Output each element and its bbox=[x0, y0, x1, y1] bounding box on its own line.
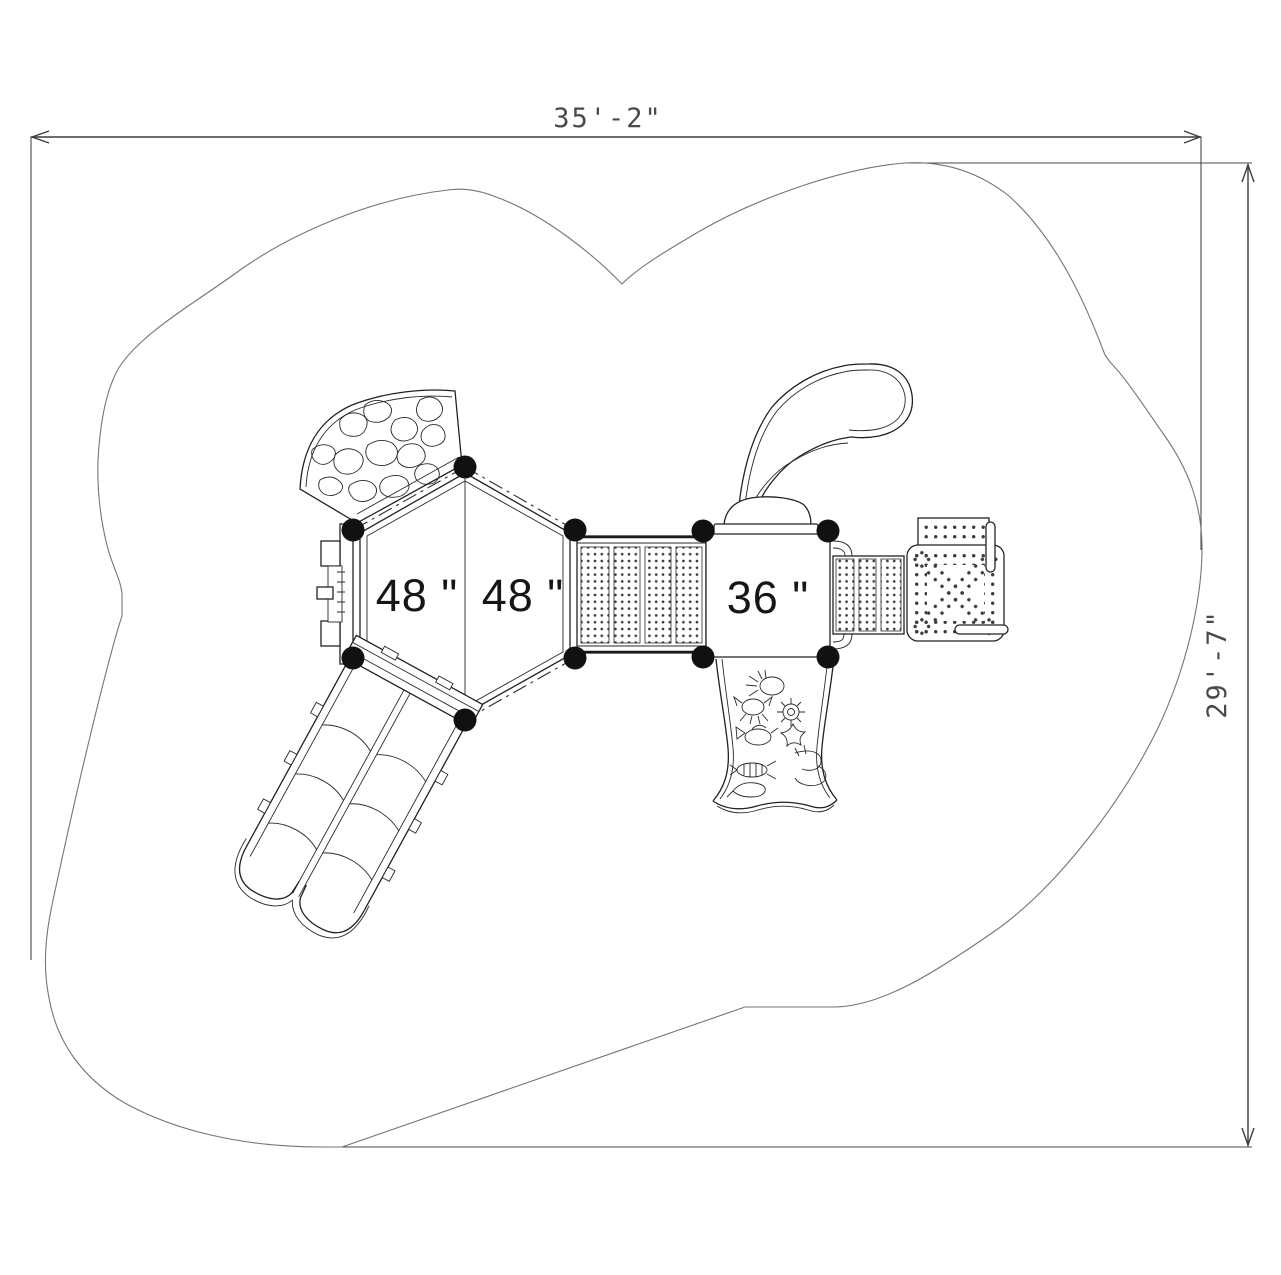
ramp-tread-2 bbox=[858, 558, 877, 632]
tube-slide-body bbox=[738, 363, 914, 508]
height-dim-arrow-top bbox=[1241, 162, 1255, 183]
hex-deck-dashdot-edges bbox=[352, 466, 576, 721]
slide-rail-tab bbox=[434, 769, 449, 786]
tube-slide-end-cap bbox=[848, 369, 906, 432]
rock-wall-edge-line bbox=[356, 456, 460, 515]
post bbox=[691, 519, 715, 543]
support-posts bbox=[341, 455, 840, 732]
slide-outer-rails bbox=[245, 659, 467, 912]
slide-rail-tab bbox=[257, 798, 272, 814]
climber-left-edge-inner bbox=[719, 658, 734, 800]
climber-right-edge-inner bbox=[816, 657, 831, 799]
slide-wave-seams bbox=[268, 724, 427, 881]
post bbox=[816, 519, 840, 543]
post bbox=[341, 646, 365, 670]
post bbox=[453, 455, 477, 479]
slide-rail-tab bbox=[381, 866, 396, 883]
panel-grab-bar-vertical bbox=[985, 521, 996, 573]
panel-cap-top bbox=[320, 540, 341, 567]
tube-slide-inner-left bbox=[744, 369, 868, 506]
ramp-handrail-bottom-inner bbox=[832, 633, 845, 643]
slide-entry-frame bbox=[343, 634, 484, 728]
height-dim-arrow-bottom bbox=[1241, 1127, 1255, 1148]
slide-rail-tab bbox=[309, 701, 324, 718]
ramp-tread-1 bbox=[835, 558, 855, 632]
sea-creature-figures bbox=[726, 669, 827, 798]
post bbox=[453, 708, 477, 732]
use-zone-outline bbox=[44, 162, 1203, 1148]
post bbox=[816, 645, 840, 669]
slide-center-divider bbox=[292, 689, 411, 898]
activity-panel-left bbox=[316, 523, 354, 665]
width-dimension: 35'-2" bbox=[29, 103, 1202, 960]
curved-tube-slide bbox=[713, 363, 914, 537]
width-dimension-label: 35'-2" bbox=[553, 103, 663, 134]
starfish-figure bbox=[779, 722, 807, 748]
slide-rail-tab bbox=[283, 749, 298, 766]
height-dimension: 29'-7" bbox=[320, 162, 1255, 1148]
panel-wheel-knob bbox=[316, 586, 334, 600]
kettle-fish-figure bbox=[735, 724, 779, 746]
squid-figure bbox=[759, 676, 785, 696]
post bbox=[691, 645, 715, 669]
post bbox=[563, 646, 587, 670]
ramp-tread-3 bbox=[880, 558, 902, 632]
rock-climbing-wall bbox=[299, 389, 463, 524]
bridge-tread-4 bbox=[675, 546, 703, 644]
perforated-bridge bbox=[576, 535, 707, 654]
slide-inner-rails bbox=[249, 663, 460, 914]
slide-exit-bumper bbox=[234, 838, 370, 939]
panel-cap-bottom bbox=[320, 620, 341, 647]
ramp-handrail-top-outer bbox=[832, 540, 853, 557]
slide-frame-tab-2 bbox=[435, 675, 454, 691]
panel-grab-bar-horizontal bbox=[954, 624, 1009, 635]
deck-36-surface bbox=[705, 533, 831, 658]
rock-texture bbox=[311, 396, 446, 502]
climber-right-edge bbox=[820, 657, 838, 801]
climber-bottom-wave bbox=[712, 799, 838, 810]
width-dim-arrow-right bbox=[1183, 130, 1202, 144]
tube-slide-inner-right bbox=[750, 442, 849, 508]
climber-bottom-wave-inner bbox=[716, 804, 835, 814]
ramp-handrail-top-inner bbox=[832, 547, 846, 557]
deck-48-left-label: 48 " bbox=[376, 570, 459, 621]
deck-36: 36 " bbox=[705, 533, 831, 658]
top-dotted-panel-holes bbox=[921, 522, 986, 542]
double-wave-slide bbox=[234, 634, 484, 939]
slide-rail-tab bbox=[408, 818, 423, 834]
post bbox=[563, 518, 587, 542]
slide-exit-left-lane bbox=[238, 846, 300, 900]
deck-36-label: 36 " bbox=[727, 572, 810, 623]
deck-48-right-label: 48 " bbox=[482, 570, 565, 621]
rock-wall-outline bbox=[299, 389, 463, 524]
urchin-figure bbox=[782, 703, 800, 721]
rock-wall-inner-arc bbox=[305, 395, 453, 488]
panel-rungs bbox=[337, 571, 345, 613]
bridge-tread-2 bbox=[613, 546, 641, 644]
crab-figure bbox=[741, 698, 765, 716]
x-climber-holes bbox=[908, 545, 1003, 641]
post bbox=[341, 518, 365, 542]
bridge-tread-3 bbox=[644, 546, 672, 644]
right-ramp-and-panels bbox=[832, 517, 1009, 650]
lobster-figure bbox=[729, 760, 777, 780]
bridge-tread-1 bbox=[580, 546, 610, 644]
slide-frame-tab-1 bbox=[380, 645, 400, 661]
eel-figure bbox=[794, 744, 827, 787]
width-dim-arrow-left bbox=[29, 130, 50, 144]
sea-creature-climber bbox=[712, 657, 838, 814]
slide-exit-right-lane bbox=[299, 884, 365, 934]
height-dimension-label: 29'-7" bbox=[1202, 609, 1233, 719]
climber-left-edge bbox=[712, 658, 730, 802]
seal-figure bbox=[726, 782, 766, 798]
slide-hood bbox=[723, 496, 812, 526]
